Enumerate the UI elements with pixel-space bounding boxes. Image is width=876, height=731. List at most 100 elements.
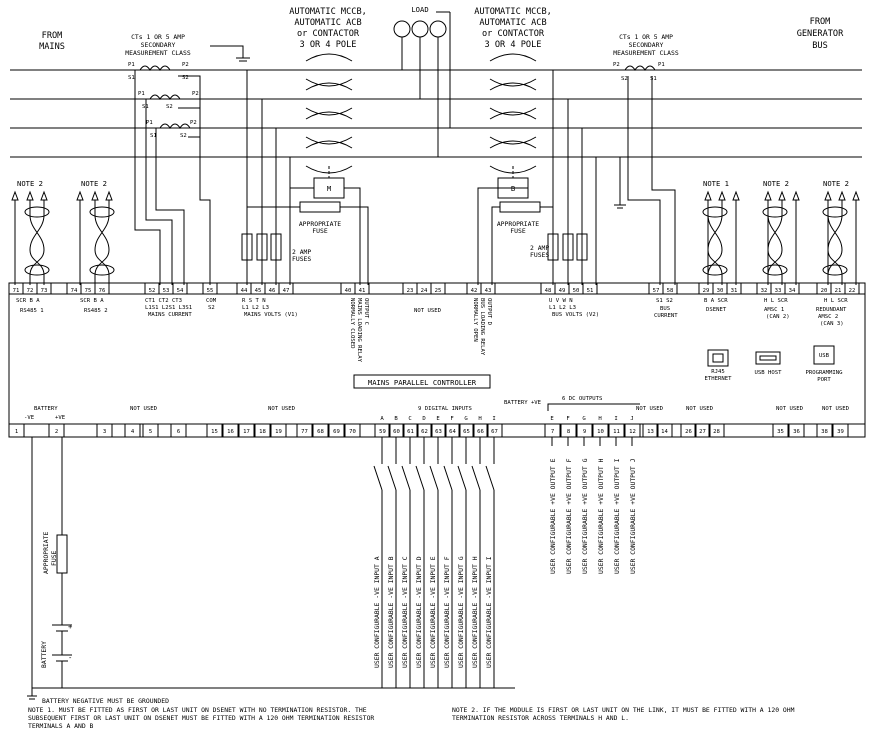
terminal[interactable] — [430, 282, 446, 295]
terminal-number: 27 — [699, 429, 706, 435]
relay-d-label: NORMALLY OPEN — [472, 298, 478, 342]
ethernet-label: ETHERNET — [705, 376, 733, 382]
terminal-number: 36 — [793, 429, 800, 435]
not-used-label: NOT USED — [686, 406, 714, 412]
terminal[interactable] — [8, 423, 25, 438]
note2-line: TERMINATION RESISTOR ACROSS TERMINALS H … — [452, 714, 629, 722]
terminal[interactable] — [832, 423, 849, 438]
terminal-number: 55 — [207, 288, 214, 294]
terminal[interactable] — [296, 423, 313, 438]
terminal-number: 64 — [449, 429, 456, 435]
usb-host-label: USB HOST — [755, 370, 783, 376]
terminal[interactable] — [788, 423, 805, 438]
terminal-number: 9 — [583, 429, 586, 435]
dc-outputs-label: 6 DC OUTPUTS — [562, 396, 602, 402]
output-label: USER CONFIGURABLE +VE OUTPUT H — [597, 458, 605, 574]
terminal[interactable] — [844, 282, 860, 295]
terminal[interactable] — [344, 423, 361, 438]
terminal[interactable] — [772, 423, 789, 438]
terminal-number: 71 — [13, 288, 20, 294]
terminal[interactable] — [656, 423, 673, 438]
not-used-label: NOT USED — [822, 406, 850, 412]
battery-neg: -VE — [24, 415, 35, 421]
terminal-number: 66 — [477, 429, 484, 435]
terminal-number: 5 — [149, 429, 152, 435]
headings: FROM MAINS FROM GENERATOR BUS CTs 1 OR 5… — [39, 5, 844, 263]
terminal[interactable] — [662, 282, 678, 295]
terminal[interactable] — [254, 423, 271, 438]
from-generator-label: BUS — [812, 41, 828, 51]
terminal-number: 23 — [407, 288, 414, 294]
terminal[interactable] — [680, 423, 697, 438]
terminal[interactable] — [328, 423, 345, 438]
terminal[interactable] — [642, 423, 659, 438]
from-mains-label: MAINS — [39, 42, 65, 52]
svg-text:S1: S1 — [650, 76, 657, 82]
input-label: USER CONFIGURABLE -VE INPUT H — [471, 556, 479, 668]
bus-volts-sub: U V W N — [549, 298, 573, 304]
svg-text:S2: S2 — [180, 133, 187, 139]
terminal-number: 8 — [567, 429, 571, 435]
amsc1-label: (CAN 2) — [766, 314, 790, 320]
terminal[interactable] — [278, 282, 294, 295]
terminal-number: 12 — [629, 429, 636, 435]
terminal-number: 31 — [731, 288, 738, 294]
rj45-ethernet-port[interactable]: RJ45 ETHERNET — [705, 349, 733, 382]
terminal[interactable] — [142, 423, 159, 438]
terminal-number: 30 — [717, 288, 724, 294]
svg-text:P1: P1 — [658, 62, 665, 68]
terminal-number: 59 — [379, 429, 386, 435]
input-letter: G — [464, 416, 468, 422]
mains-breaker-symbol: M — [305, 53, 353, 199]
notes: BATTERY NEGATIVE MUST BE GROUNDED NOTE 1… — [28, 697, 795, 730]
usb-host-port[interactable]: USB HOST — [755, 351, 783, 376]
terminal-number: 21 — [835, 288, 842, 294]
terminal[interactable] — [312, 423, 329, 438]
terminal[interactable] — [480, 282, 496, 295]
terminal[interactable] — [238, 423, 255, 438]
bus-current-label: BUS — [660, 306, 670, 312]
amsc1-sub: H L SCR — [764, 298, 788, 304]
terminal[interactable] — [784, 282, 800, 295]
terminal[interactable] — [124, 423, 141, 438]
load-label: LOAD — [411, 5, 428, 14]
relay-c-label: MAINS LOADING RELAY — [356, 298, 362, 363]
terminal[interactable] — [270, 423, 287, 438]
terminal[interactable] — [694, 423, 711, 438]
battery-pos: +VE — [55, 415, 66, 421]
terminal-number: 77 — [301, 429, 308, 435]
terminal[interactable] — [206, 423, 223, 438]
busbars — [10, 69, 862, 158]
terminal-number: 74 — [71, 288, 78, 294]
usb-programming-port[interactable]: USB PROGRAMMING PORT — [805, 345, 843, 383]
terminal[interactable] — [354, 282, 370, 295]
terminal[interactable] — [582, 282, 598, 295]
note2-label: NOTE 2 — [17, 179, 43, 188]
terminal[interactable] — [202, 282, 218, 295]
switch — [471, 465, 481, 491]
terminal-number: 3 — [103, 429, 106, 435]
output-label: USER CONFIGURABLE +VE OUTPUT I — [613, 458, 621, 574]
terminal[interactable] — [172, 282, 188, 295]
terminal[interactable] — [96, 423, 113, 438]
output-label: USER CONFIGURABLE +VE OUTPUT G — [581, 458, 589, 574]
terminal-number: 57 — [653, 288, 660, 294]
terminal[interactable] — [816, 423, 833, 438]
ct-bus-label: MEASUREMENT CLASS — [613, 49, 679, 57]
terminal-number: 35 — [777, 429, 784, 435]
terminal[interactable] — [36, 282, 52, 295]
ct-mains-label: MEASUREMENT CLASS — [125, 49, 191, 57]
terminal-number: 43 — [485, 288, 492, 294]
svg-text:S2: S2 — [166, 104, 173, 110]
terminal-number: 16 — [227, 429, 234, 435]
terminal[interactable] — [94, 282, 110, 295]
terminal[interactable] — [222, 423, 239, 438]
terminal[interactable] — [708, 423, 725, 438]
output-letter: G — [582, 416, 586, 422]
terminal-number: 19 — [275, 429, 282, 435]
terminal[interactable] — [726, 282, 742, 295]
terminal[interactable] — [48, 423, 65, 438]
terminal[interactable] — [170, 423, 187, 438]
